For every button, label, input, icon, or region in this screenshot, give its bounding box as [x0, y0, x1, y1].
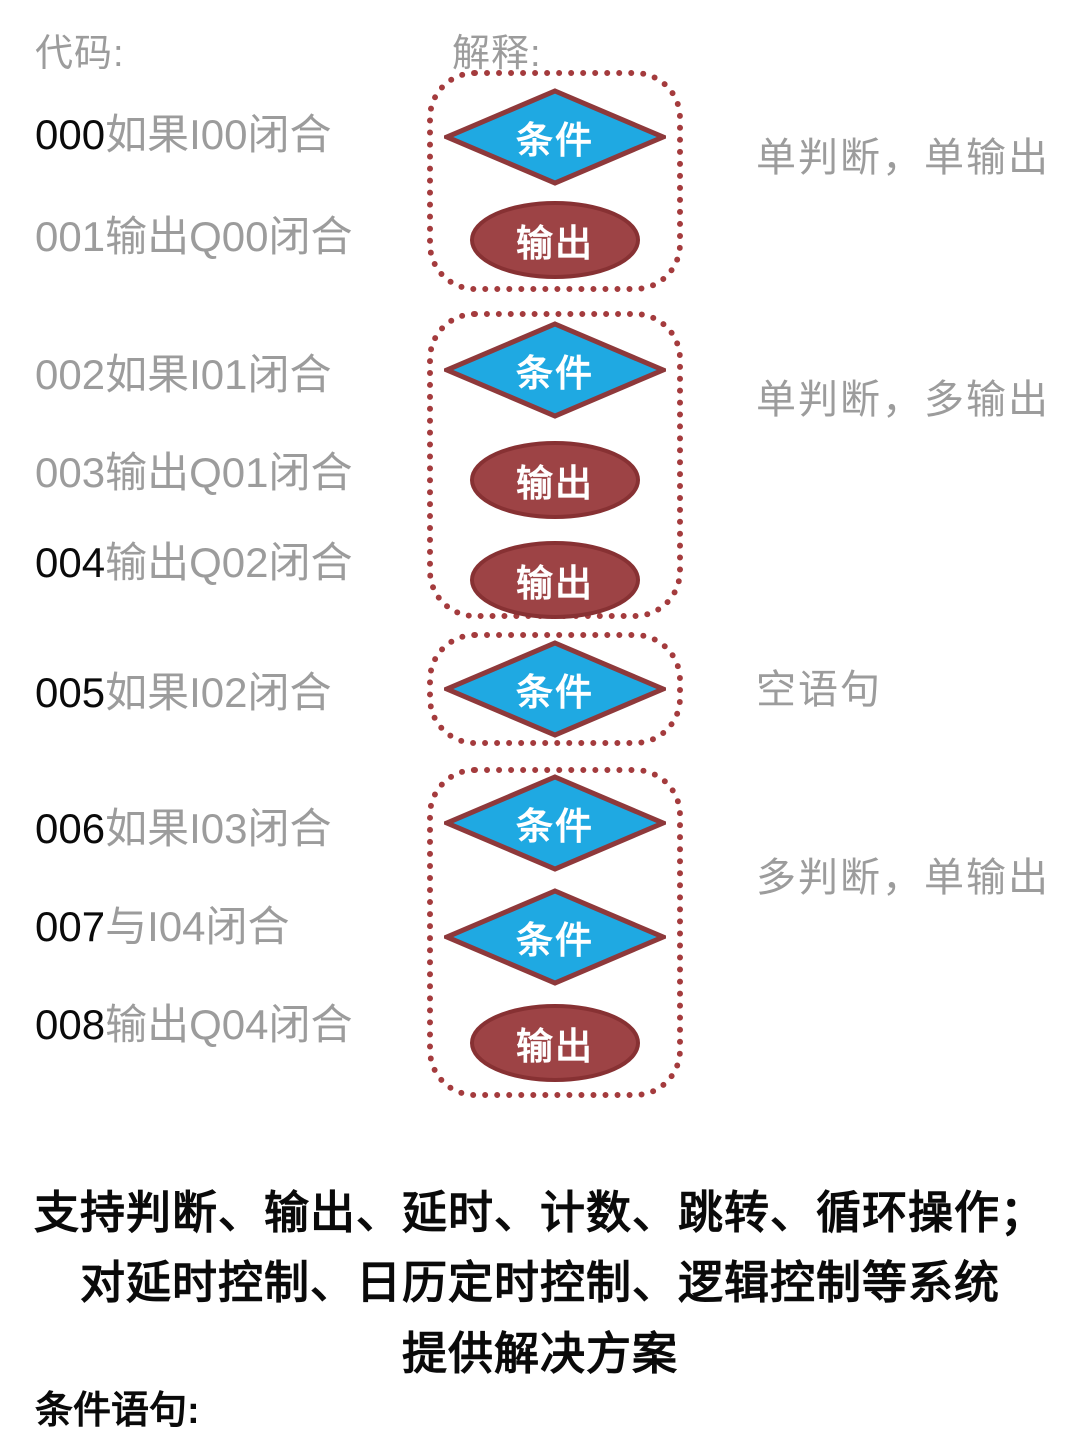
- code-line-005: 005如果I02闭合: [35, 670, 331, 716]
- condition-label: 条件: [516, 806, 594, 847]
- flow-group-single-judge-multi-output: 条件 输出 输出: [427, 311, 683, 619]
- group-annotation-2: 单判断，多输出: [756, 378, 1050, 422]
- code-line-004: 004输出Q02闭合: [35, 540, 352, 586]
- code-line-number: 004: [35, 539, 106, 586]
- code-line-number: 005: [35, 669, 106, 716]
- code-line-007: 007与I04闭合: [35, 904, 289, 950]
- diamond-shape-icon: [444, 321, 666, 419]
- output-ellipse: 输出: [469, 200, 641, 280]
- group-annotation-1: 单判断，单输出: [756, 136, 1050, 180]
- code-line-number: 003: [35, 449, 106, 496]
- feature-summary-line-2: 对延时控制、日历定时控制、逻辑控制等系统: [79, 1257, 1000, 1308]
- code-line-text: 如果I01闭合: [105, 351, 332, 398]
- code-line-number: 007: [35, 903, 106, 950]
- flow-group-empty-statement: 条件: [427, 632, 683, 746]
- code-line-text: 如果I02闭合: [105, 669, 332, 716]
- feature-summary-line-3: 提供解决方案: [401, 1328, 678, 1379]
- flow-group-single-judge-single-output: 条件 输出: [427, 70, 683, 292]
- ellipse-shape-icon: [470, 201, 640, 279]
- group-annotation-4: 多判断，单输出: [756, 856, 1050, 900]
- output-label: 输出: [516, 563, 594, 604]
- code-line-text: 如果I03闭合: [105, 805, 332, 852]
- condition-label: 条件: [516, 920, 594, 961]
- flow-group-multi-judge-single-output: 条件 条件 输出: [427, 767, 683, 1098]
- condition-diamond: 条件: [444, 88, 666, 186]
- code-line-number: 002: [35, 351, 106, 398]
- output-ellipse: 输出: [469, 1003, 641, 1083]
- output-label: 输出: [516, 223, 594, 264]
- explain-column-header: 解释:: [452, 33, 542, 75]
- condition-diamond: 条件: [444, 774, 666, 872]
- code-line-number: 001: [35, 213, 106, 260]
- diamond-shape-icon: [444, 640, 666, 738]
- output-ellipse: 输出: [469, 540, 641, 620]
- code-line-number: 008: [35, 1001, 106, 1048]
- code-line-002: 002如果I01闭合: [35, 352, 331, 398]
- code-line-text: 输出Q00闭合: [105, 213, 353, 260]
- output-label: 输出: [516, 1026, 594, 1067]
- condition-label: 条件: [516, 120, 594, 161]
- feature-summary-line-1: 支持判断、输出、延时、计数、跳转、循环操作；: [33, 1187, 1046, 1238]
- ellipse-shape-icon: [470, 541, 640, 619]
- condition-statement-section-label: 条件语句:: [35, 1390, 200, 1432]
- code-column-header: 代码:: [35, 33, 125, 75]
- code-line-text: 输出Q02闭合: [105, 539, 353, 586]
- condition-diamond: 条件: [444, 640, 666, 738]
- code-line-006: 006如果I03闭合: [35, 806, 331, 852]
- ellipse-shape-icon: [470, 1004, 640, 1082]
- condition-diamond: 条件: [444, 888, 666, 986]
- diamond-shape-icon: [444, 888, 666, 986]
- code-line-text: 输出Q04闭合: [105, 1001, 353, 1048]
- output-label: 输出: [516, 463, 594, 504]
- condition-label: 条件: [516, 353, 594, 394]
- output-ellipse: 输出: [469, 440, 641, 520]
- code-line-text: 如果I00闭合: [105, 111, 332, 158]
- code-line-text: 与I04闭合: [105, 903, 290, 950]
- code-line-number: 006: [35, 805, 106, 852]
- code-line-number: 000: [35, 111, 106, 158]
- code-line-003: 003输出Q01闭合: [35, 450, 352, 496]
- code-line-001: 001输出Q00闭合: [35, 214, 352, 260]
- code-line-000: 000如果I00闭合: [35, 112, 331, 158]
- diamond-shape-icon: [444, 88, 666, 186]
- condition-diamond: 条件: [444, 321, 666, 419]
- ellipse-shape-icon: [470, 441, 640, 519]
- diamond-shape-icon: [444, 774, 666, 872]
- code-line-008: 008输出Q04闭合: [35, 1002, 352, 1048]
- code-line-text: 输出Q01闭合: [105, 449, 353, 496]
- group-annotation-3: 空语句: [756, 668, 882, 712]
- condition-label: 条件: [516, 672, 594, 713]
